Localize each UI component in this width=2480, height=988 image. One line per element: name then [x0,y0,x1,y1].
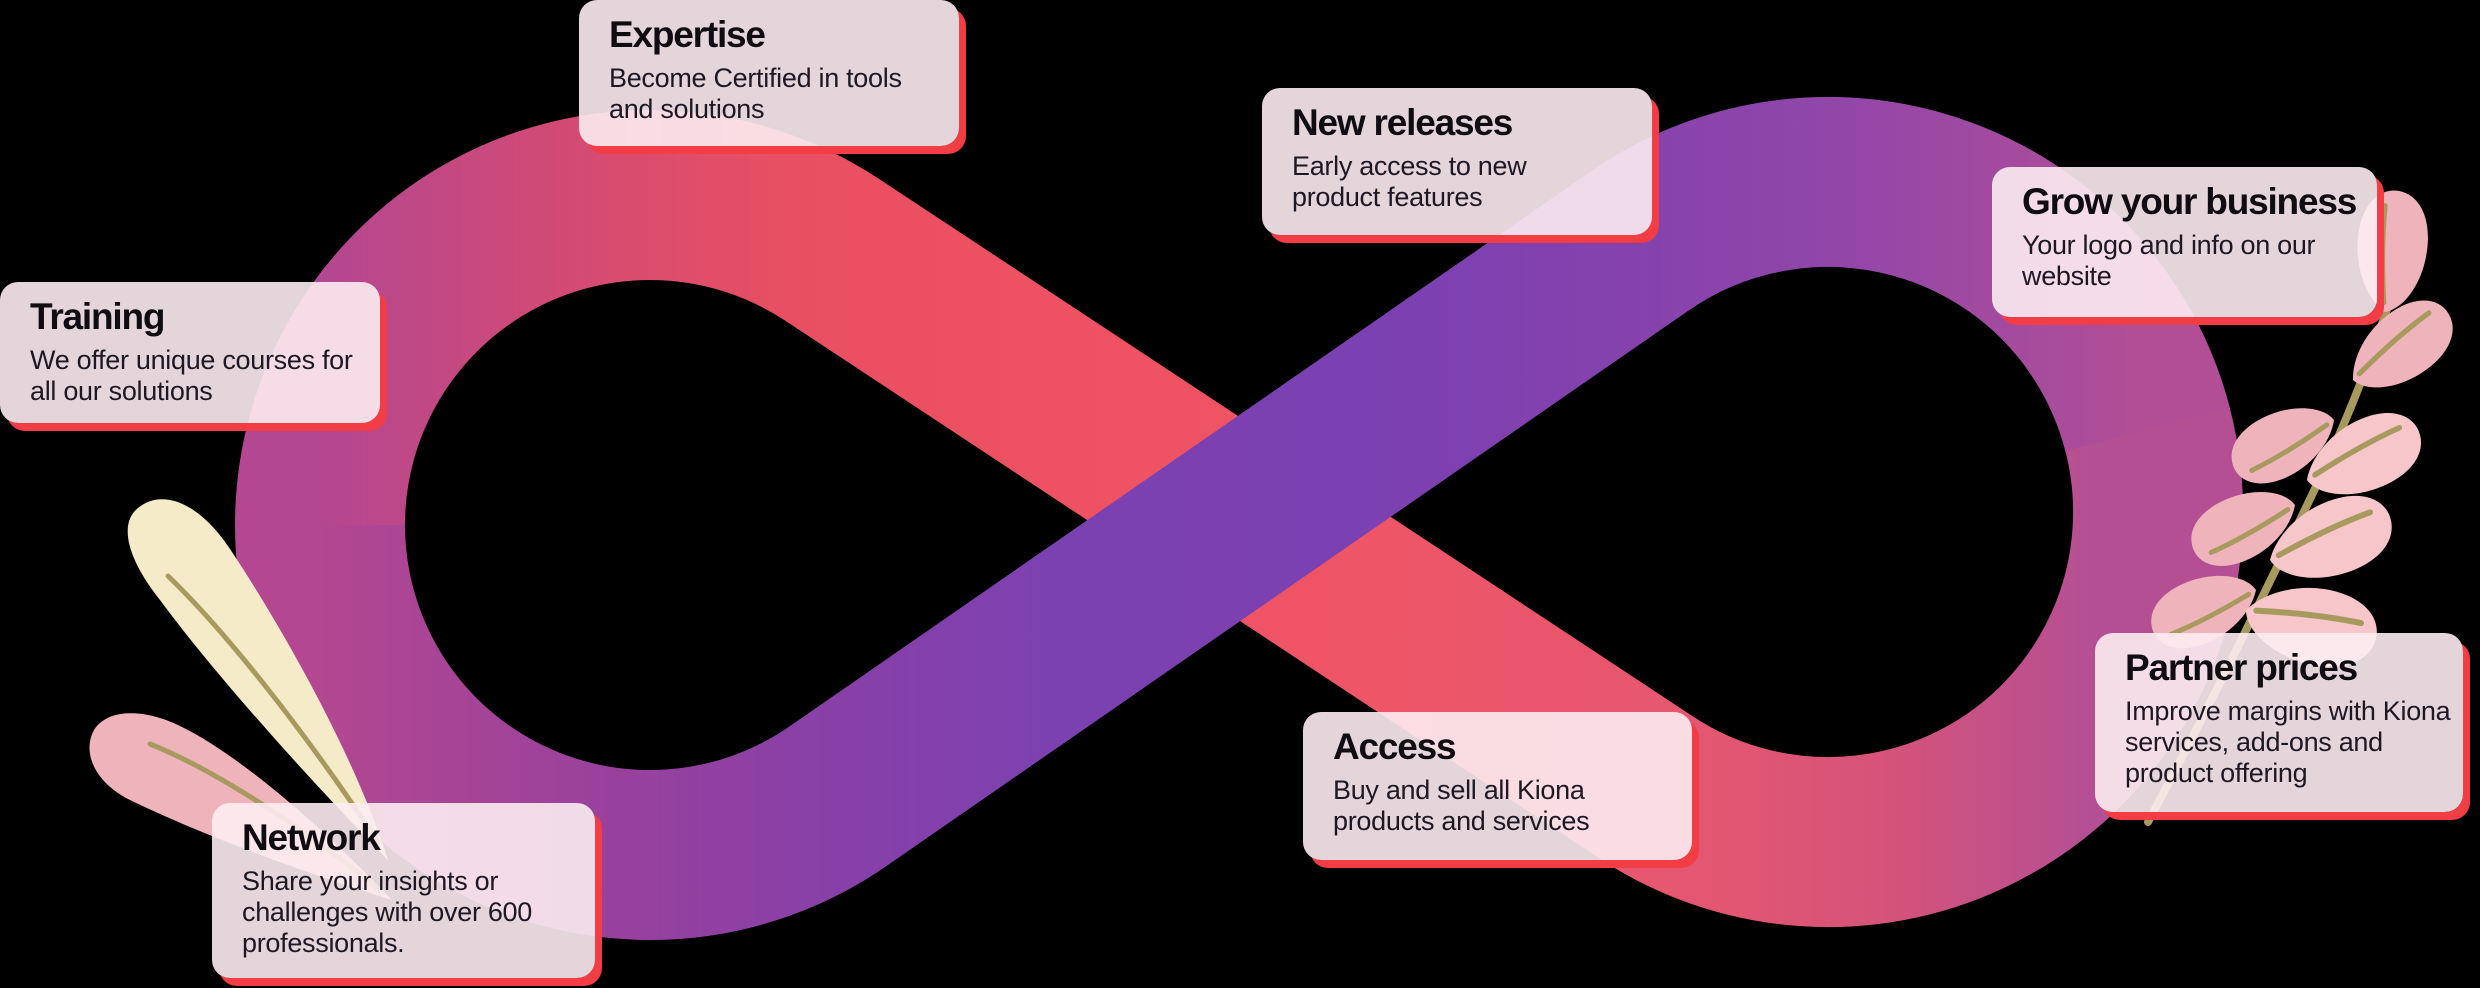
card-partner-prices-line: Improve margins with Kiona [2125,696,2451,726]
card-network: Network Share your insights or challenge… [212,803,595,978]
card-network-line: challenges with over 600 [242,897,532,927]
card-access: Access Buy and sell all Kiona products a… [1303,712,1692,860]
cream-leaf-midrib [165,573,381,845]
card-partner-prices-line: services, add-ons and [2125,727,2383,757]
card-grow-your-business: Grow your business Your logo and info on… [1992,167,2377,317]
card-grow-your-business-line: Your logo and info on our [2022,230,2316,260]
card-training-title: Training [30,296,166,337]
card-partner-prices: Partner prices Improve margins with Kion… [2095,633,2463,812]
card-expertise-line: Become Certified in tools [609,63,902,93]
card-training-line: all our solutions [30,376,213,406]
card-partner-prices-line: product offering [2125,758,2308,788]
card-network-line: professionals. [242,928,405,958]
card-training: Training We offer unique courses for all… [0,282,380,423]
ribbon-band-red [235,110,2244,928]
card-access-title: Access [1333,726,1457,767]
card-network-line: Share your insights or [242,866,499,896]
card-network-title: Network [242,817,381,858]
card-grow-your-business-line: website [2022,261,2112,291]
card-expertise-title: Expertise [609,14,766,55]
card-new-releases-line: product features [1292,182,1483,212]
card-new-releases-title: New releases [1292,102,1513,143]
card-access-line: Buy and sell all Kiona [1333,775,1585,805]
card-expertise: Expertise Become Certified in tools and … [579,0,959,146]
card-expertise-line: and solutions [609,94,765,124]
card-new-releases-line: Early access to new [1292,151,1527,181]
card-partner-prices-title: Partner prices [2125,647,2358,688]
card-access-line: products and services [1333,806,1590,836]
card-grow-your-business-title: Grow your business [2022,181,2357,222]
card-new-releases: New releases Early access to new product… [1262,88,1652,235]
card-training-line: We offer unique courses for [30,345,353,375]
